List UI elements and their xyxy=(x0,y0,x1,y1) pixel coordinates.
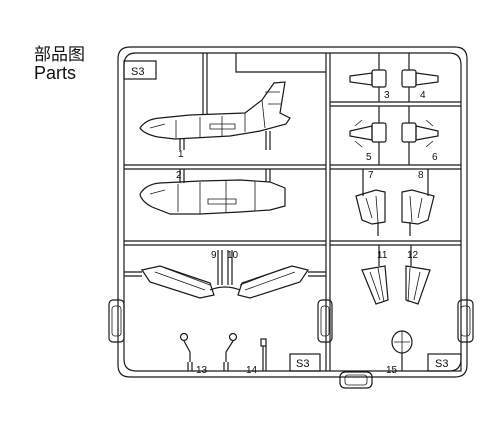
part-label-12: 12 xyxy=(407,250,419,261)
part-1-fuselage-left xyxy=(139,81,291,150)
part-label-6: 6 xyxy=(432,152,438,163)
sprue-code-label: S3 xyxy=(296,358,309,370)
part-6-finned-pod xyxy=(401,106,439,165)
part-label-11: 11 xyxy=(377,250,388,261)
part-8-intake xyxy=(401,169,435,236)
part-13-struts xyxy=(179,332,238,371)
part-5-finned-pod xyxy=(349,106,387,165)
part-label-9: 9 xyxy=(211,250,217,261)
part-2-fuselage-right xyxy=(139,169,286,215)
sprue-side-tabs xyxy=(108,299,474,389)
sprue-code-label: S3 xyxy=(435,358,448,370)
parts-heading-chinese: 部品图 xyxy=(34,45,85,65)
parts-heading-english: Parts xyxy=(34,63,77,83)
part-4-pod xyxy=(401,53,439,102)
part-7-intake xyxy=(355,169,386,236)
part-label-1: 1 xyxy=(178,149,184,160)
part-label-7: 7 xyxy=(368,170,374,181)
part-label-14: 14 xyxy=(246,365,258,376)
part-label-4: 4 xyxy=(420,90,426,101)
part-14-pin xyxy=(260,338,267,371)
part-10-wing xyxy=(209,250,326,299)
part-3-pod xyxy=(349,53,387,102)
part-label-5: 5 xyxy=(366,152,372,163)
part-label-3: 3 xyxy=(384,90,390,101)
sprue-code-boxes: S3 S3 S3 xyxy=(123,60,462,372)
part-label-8: 8 xyxy=(418,170,424,181)
part-label-2: 2 xyxy=(176,170,182,181)
part-15-canopy xyxy=(391,330,413,371)
part-9-wing xyxy=(124,250,223,299)
part-label-15: 15 xyxy=(386,365,398,376)
sprue-code-label: S3 xyxy=(131,66,144,78)
part-11-nozzle xyxy=(361,245,389,305)
part-12-nozzle xyxy=(405,245,431,305)
part-label-13: 13 xyxy=(196,365,208,376)
part-label-10: 10 xyxy=(227,250,239,261)
sprue-frame xyxy=(117,46,468,378)
part-number-labels: 1 2 3 4 5 6 7 8 9 10 11 12 13 14 15 xyxy=(176,90,438,376)
